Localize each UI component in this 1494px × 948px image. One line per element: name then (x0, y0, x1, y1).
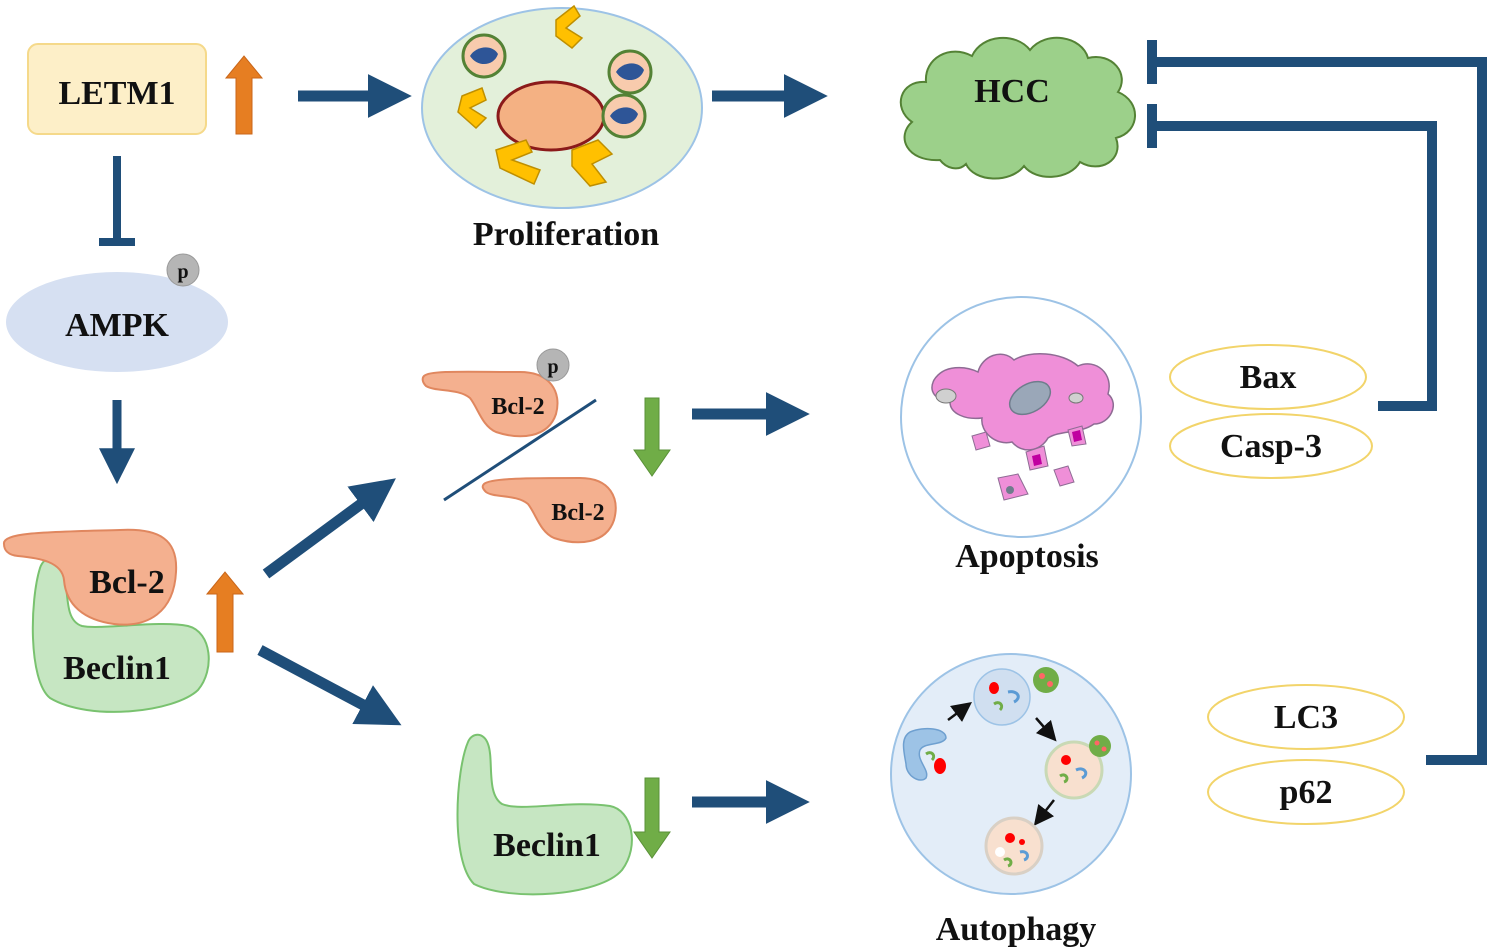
svg-text:Casp-3: Casp-3 (1220, 428, 1322, 465)
svg-text:LC3: LC3 (1274, 699, 1338, 736)
autophagy-label: Autophagy (936, 911, 1097, 948)
complex-bcl2-shape (3, 528, 178, 626)
ampk-node: AMPK (6, 272, 228, 372)
letm1-inhibits-ampk-icon (99, 156, 135, 246)
free-bcl2-bottom: Bcl-2 (481, 476, 617, 544)
autophagy-cell-icon (890, 653, 1132, 895)
casp3-marker: Casp-3 (1169, 413, 1373, 479)
hcc-cloud-icon (899, 36, 1136, 180)
phospho-bcl2-top: Bcl-2 (421, 370, 559, 438)
letm1-node: LETM1 (27, 43, 207, 135)
autophagy-step-arrow-icon (947, 702, 972, 722)
beclin1-down-arrow-icon (633, 777, 671, 859)
letm1-up-arrow-icon (224, 55, 264, 135)
mitochondria-icon (461, 33, 653, 139)
autophagy-step-arrow-icon (1033, 799, 1055, 826)
ampk-phospho-badge: p (166, 253, 200, 287)
bcl2-bottom-label: Bcl-2 (551, 500, 604, 526)
svg-text:p62: p62 (1280, 774, 1333, 811)
proliferation-label: Proliferation (473, 216, 659, 253)
complex-to-bcl2-arrow-icon (262, 478, 396, 579)
p62-marker: p62 (1207, 759, 1405, 825)
dissociation-slash (443, 398, 597, 502)
beclin1-label: Beclin1 (493, 827, 601, 864)
bcl2-down-arrow-icon (633, 397, 671, 477)
apoptosis-inhibits-hcc-icon (1147, 104, 1437, 411)
letm1-label: LETM1 (58, 75, 175, 112)
ampk-label: AMPK (65, 307, 169, 344)
apoptosis-label: Apoptosis (955, 538, 1099, 575)
hcc-label: HCC (974, 73, 1050, 110)
free-beclin1: Beclin1 (456, 733, 633, 896)
golgi-icon (457, 4, 614, 187)
bax-marker: Bax (1169, 344, 1367, 410)
bcl2-beclin1-complex: Bcl-2 Beclin1 (3, 528, 210, 713)
svg-text:p: p (547, 356, 558, 378)
apoptosis-cell-icon (900, 296, 1142, 538)
hcc-node: HCC (899, 36, 1136, 180)
complex-bcl2-label: Bcl-2 (89, 564, 165, 601)
svg-text:p: p (177, 261, 188, 283)
lc3-marker: LC3 (1207, 684, 1405, 750)
bcl2-top-label: Bcl-2 (491, 394, 544, 420)
bcl2-phospho-badge: p (536, 348, 570, 382)
autophagy-inhibits-hcc-icon (1147, 40, 1487, 765)
proliferation-cell-icon (421, 4, 703, 209)
svg-text:Bax: Bax (1240, 359, 1297, 396)
autophagy-step-arrow-icon (1035, 717, 1057, 742)
complex-up-arrow-icon (205, 571, 245, 653)
complex-to-beclin1-arrow-icon (257, 645, 402, 726)
complex-beclin1-label: Beclin1 (63, 650, 171, 687)
